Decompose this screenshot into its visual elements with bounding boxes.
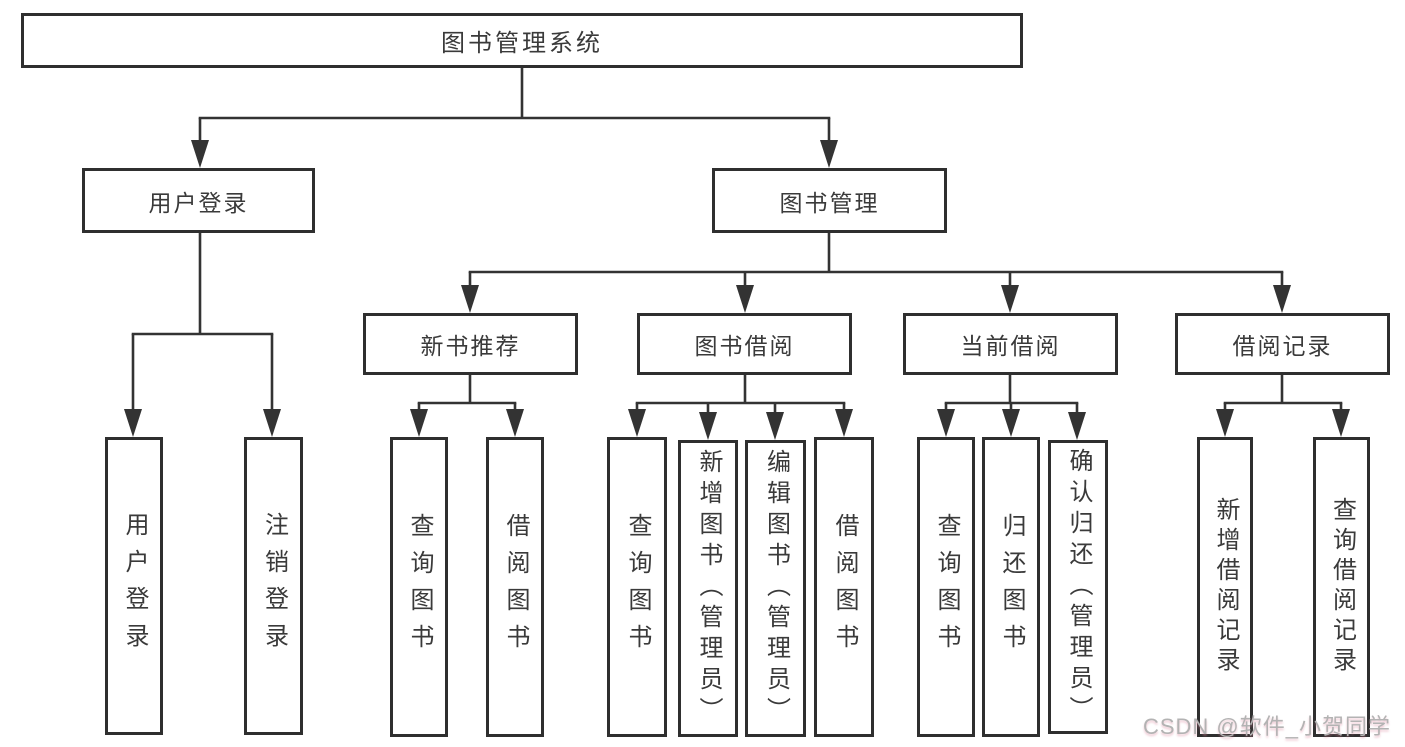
arrowhead-icon-book-borrow-0 [628, 409, 646, 437]
node-label-book-borrow: 图书借阅 [694, 333, 795, 359]
arrowhead-icon-user-login-1 [263, 409, 281, 437]
node-leaf-cb-return-books: 归还图书 [982, 437, 1040, 737]
arrowhead-icon-book-borrow-1 [699, 412, 717, 440]
node-leaf-cb-query-books: 查询图书 [917, 437, 975, 737]
arrowhead-icon-current-borrow-0 [937, 409, 955, 437]
arrowhead-icon-system-root-1 [820, 140, 838, 168]
node-leaf-nb-query-books: 查询图书 [390, 437, 448, 737]
node-label-current-borrow: 当前借阅 [960, 333, 1061, 359]
node-new-book-recommend: 新书推荐 [363, 313, 578, 375]
node-label-new-book-recommend: 新书推荐 [420, 333, 521, 359]
node-book-borrow: 图书借阅 [637, 313, 852, 375]
arrowhead-icon-current-borrow-2 [1068, 412, 1086, 440]
node-current-borrow: 当前借阅 [903, 313, 1118, 375]
node-label-leaf-logout: 注销登录 [260, 512, 288, 660]
node-label-leaf-bb-add-books-admin: 新增图书（管理员） [695, 449, 722, 728]
node-label-leaf-cb-return-books: 归还图书 [998, 513, 1025, 661]
node-borrow-records: 借阅记录 [1175, 313, 1390, 375]
node-system-root: 图书管理系统 [21, 13, 1023, 68]
arrowhead-icon-book-management-1 [736, 285, 754, 313]
node-label-leaf-user-login: 用户登录 [121, 512, 148, 660]
arrowhead-icon-book-borrow-2 [766, 412, 784, 440]
node-label-user-login: 用户登录 [148, 189, 249, 216]
node-label-leaf-bb-borrow-books: 借阅图书 [831, 513, 858, 661]
arrowhead-icon-book-borrow-3 [835, 409, 853, 437]
arrowhead-icon-new-book-recommend-0 [410, 409, 428, 437]
node-label-leaf-rec-query-record: 查询借阅记录 [1328, 497, 1356, 677]
node-leaf-bb-query-books: 查询图书 [607, 437, 667, 737]
node-label-leaf-nb-borrow-books: 借阅图书 [502, 513, 529, 661]
arrowhead-icon-book-management-2 [1001, 285, 1019, 313]
node-leaf-user-login: 用户登录 [105, 437, 163, 735]
node-leaf-rec-add-record: 新增借阅记录 [1197, 437, 1253, 737]
node-label-book-management: 图书管理 [779, 189, 880, 216]
node-label-leaf-nb-query-books: 查询图书 [406, 513, 433, 661]
node-label-borrow-records: 借阅记录 [1232, 333, 1333, 359]
csdn-watermark: CSDN @软件_小贺同学 [1142, 714, 1391, 739]
arrowhead-icon-book-management-0 [461, 285, 479, 313]
node-leaf-bb-add-books-admin: 新增图书（管理员） [678, 440, 738, 737]
node-user-login: 用户登录 [82, 168, 315, 233]
node-label-leaf-cb-confirm-return-admin: 确认归还（管理员） [1065, 447, 1092, 727]
node-leaf-nb-borrow-books: 借阅图书 [486, 437, 544, 737]
node-leaf-rec-query-record: 查询借阅记录 [1313, 437, 1370, 737]
arrowhead-icon-new-book-recommend-1 [506, 409, 524, 437]
node-label-leaf-bb-query-books: 查询图书 [624, 513, 651, 661]
arrowhead-icon-system-root-0 [191, 140, 209, 168]
node-leaf-logout: 注销登录 [244, 437, 303, 735]
node-leaf-bb-borrow-books: 借阅图书 [814, 437, 874, 737]
node-label-system-root: 图书管理系统 [441, 30, 603, 57]
arrowhead-icon-borrow-records-0 [1216, 409, 1234, 437]
arrowhead-icon-borrow-records-1 [1332, 409, 1350, 437]
node-label-leaf-cb-query-books: 查询图书 [933, 513, 960, 661]
arrowhead-icon-book-management-3 [1273, 285, 1291, 313]
node-book-management: 图书管理 [712, 168, 947, 233]
arrowhead-icon-user-login-0 [124, 409, 142, 437]
node-leaf-cb-confirm-return-admin: 确认归还（管理员） [1048, 440, 1108, 734]
arrowhead-icon-current-borrow-1 [1002, 409, 1020, 437]
node-label-leaf-bb-edit-books-admin: 编辑图书（管理员） [762, 449, 790, 728]
node-leaf-bb-edit-books-admin: 编辑图书（管理员） [745, 440, 806, 737]
node-label-leaf-rec-add-record: 新增借阅记录 [1212, 497, 1239, 677]
